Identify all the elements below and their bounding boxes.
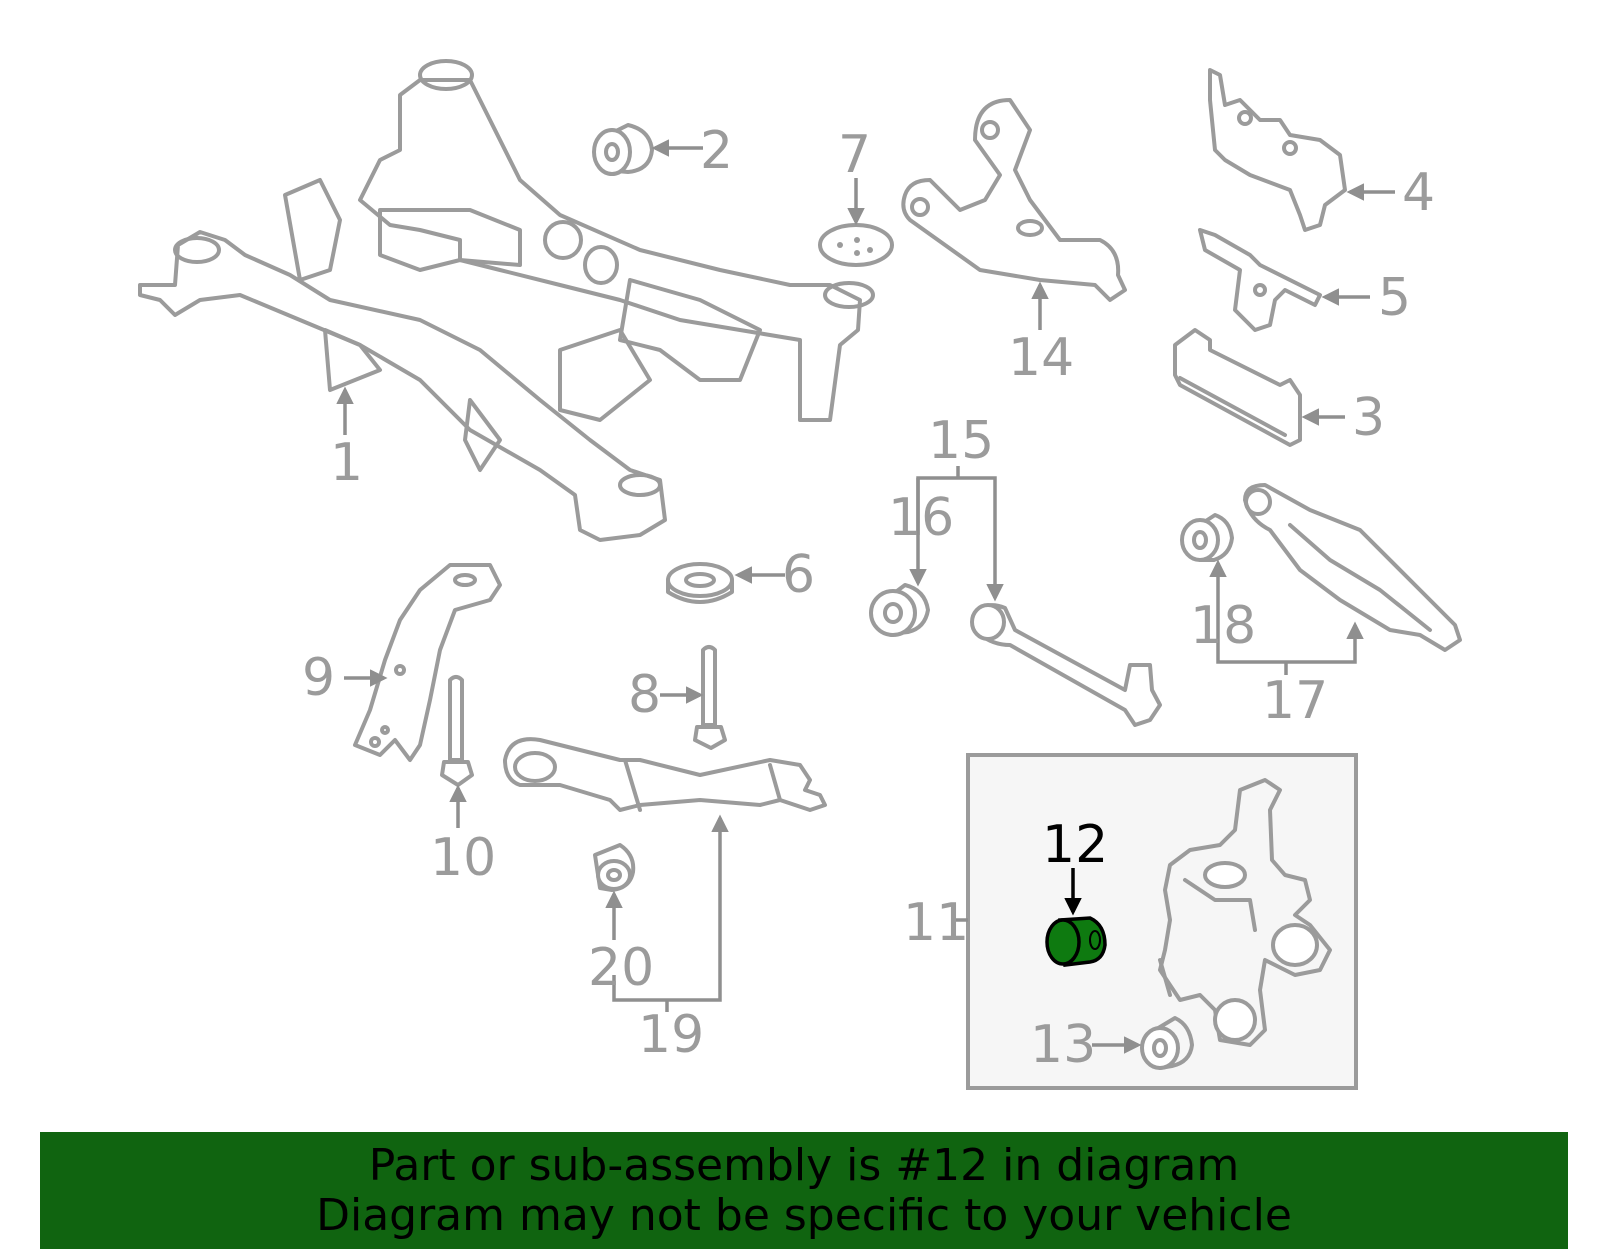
bolt-part-8: [693, 645, 727, 750]
bushing-part-13: [1140, 1016, 1194, 1070]
callout-labels: 1 2 3 4 5 6 7 8 9 10 11 12 13 14 15 16 1…: [302, 121, 1435, 1075]
banner-line-2: Diagram may not be specific to your vehi…: [316, 1189, 1292, 1241]
callout-3: 3: [1352, 388, 1385, 448]
callout-13: 13: [1030, 1015, 1096, 1075]
callout-1: 1: [330, 433, 363, 493]
control-arm-part-14: [901, 98, 1127, 302]
callout-10: 10: [430, 828, 496, 888]
lateral-link-part-15: [970, 603, 1162, 727]
plate-part-7: [818, 223, 894, 267]
inset-knuckle-assembly: [966, 753, 1358, 1090]
washer-part-6: [666, 562, 734, 604]
callout-11: 11: [903, 893, 969, 953]
callout-7: 7: [838, 125, 871, 185]
bracket-part-5: [1198, 228, 1322, 332]
callout-17: 17: [1262, 671, 1328, 731]
bracket-part-4: [1208, 68, 1347, 232]
bushing-part-18: [1180, 513, 1234, 562]
callout-16: 16: [888, 488, 954, 548]
callout-18: 18: [1190, 596, 1256, 656]
callout-6: 6: [782, 545, 815, 605]
trailing-arm-part-19: [503, 737, 827, 812]
callout-19: 19: [638, 1005, 704, 1065]
callout-20: 20: [588, 938, 654, 998]
callout-12[interactable]: 12: [1042, 815, 1108, 875]
bushing-part-16: [869, 583, 930, 637]
callout-2: 2: [700, 121, 733, 181]
callout-15: 15: [928, 411, 994, 471]
bushing-part-2: [592, 123, 654, 176]
callout-8: 8: [628, 665, 661, 725]
subframe-part-1: [138, 59, 875, 542]
bushing-part-20: [593, 843, 636, 892]
bolt-part-10: [440, 675, 474, 787]
bracket-part-9: [353, 563, 502, 762]
lower-arm-part-17: [1243, 483, 1462, 652]
callout-4: 4: [1402, 163, 1435, 223]
callout-14: 14: [1008, 328, 1074, 388]
callout-5: 5: [1378, 268, 1411, 328]
highlighted-bushing-part-12: [1045, 916, 1107, 967]
banner-line-1: Part or sub-assembly is #12 in diagram: [368, 1139, 1240, 1191]
leader-lines: [336, 139, 1395, 1054]
bracket-part-3: [1173, 328, 1302, 447]
info-banner: Part or sub-assembly is #12 in diagram D…: [40, 1132, 1568, 1249]
callout-9: 9: [302, 648, 335, 708]
